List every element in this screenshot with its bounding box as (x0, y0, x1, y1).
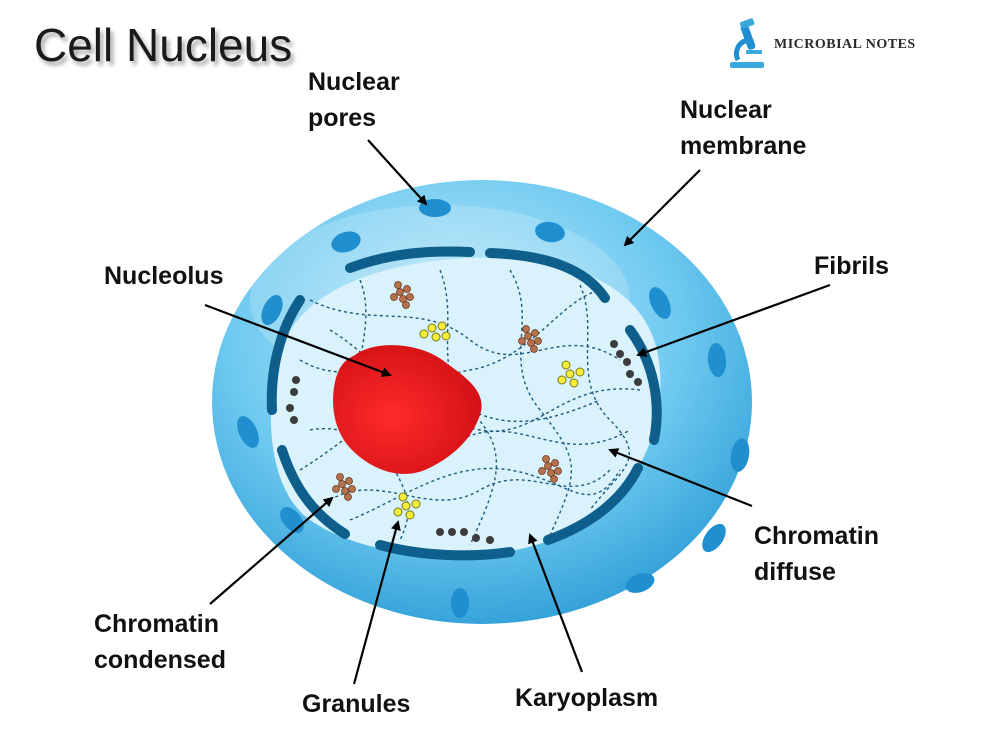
microbial-notes-logo: MICROBIAL NOTES (726, 18, 956, 74)
label-nuclear-membrane: Nuclear membrane (680, 92, 806, 164)
label-chromatin-condensed: Chromatin condensed (94, 606, 226, 678)
nuclear-pore (451, 588, 469, 618)
logo-text: MICROBIAL NOTES (774, 37, 916, 53)
arrow-nuclear-membrane (625, 170, 700, 245)
label-granules: Granules (302, 686, 410, 722)
label-chromatin-diffuse: Chromatin diffuse (754, 518, 879, 590)
label-fibrils: Fibrils (814, 248, 889, 284)
microscope-icon (726, 18, 770, 70)
page-title: Cell Nucleus (34, 18, 292, 72)
label-nuclear-pores: Nuclear pores (308, 64, 400, 136)
label-karyoplasm: Karyoplasm (515, 680, 658, 716)
label-nucleolus: Nucleolus (104, 258, 223, 294)
